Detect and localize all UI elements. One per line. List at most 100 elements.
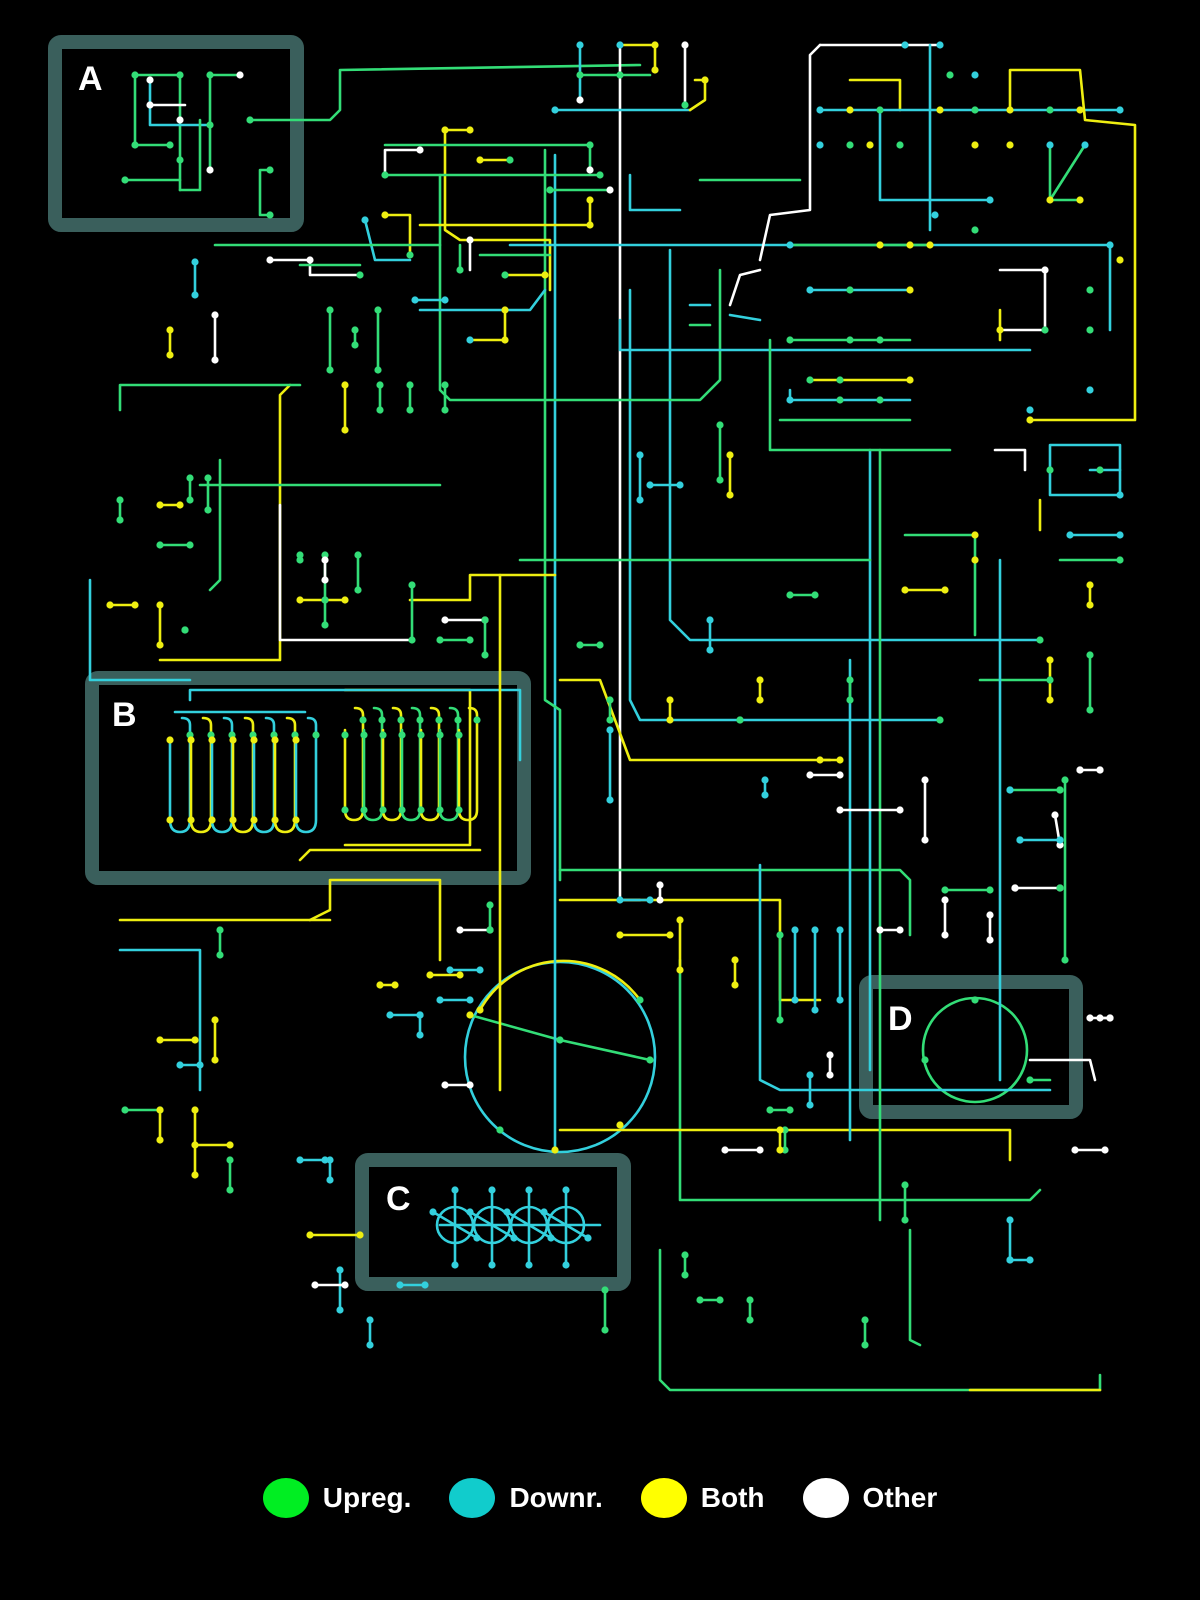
metabolite-node [296, 596, 304, 604]
metabolite-node [176, 71, 184, 79]
metabolite-node [436, 806, 444, 814]
pathway-edge [381, 706, 403, 822]
metabolite-node [176, 156, 184, 164]
metabolite-node [766, 1106, 774, 1114]
metabolite-node [336, 1306, 344, 1314]
metabolite-node [846, 141, 854, 149]
metabolite-node [676, 481, 684, 489]
metabolite-node [466, 236, 474, 244]
metabolite-node [356, 271, 364, 279]
metabolite-node [606, 796, 614, 804]
metabolite-node [681, 1251, 689, 1259]
metabolite-node [656, 881, 664, 889]
metabolite-node [376, 381, 384, 389]
pathway-edge [1048, 143, 1087, 202]
metabolite-node [601, 1286, 609, 1294]
pathway-edge [308, 878, 442, 962]
metabolite-node [266, 211, 274, 219]
metabolite-node [901, 41, 909, 49]
metabolite-node [546, 186, 554, 194]
metabolite-node [576, 41, 584, 49]
metabolite-node [786, 396, 794, 404]
metabolite-node [501, 306, 509, 314]
metabolite-node [292, 736, 300, 744]
metabolite-node [166, 736, 174, 744]
metabolite-node [651, 66, 659, 74]
metabolite-node [476, 156, 484, 164]
metabolite-node [429, 1208, 437, 1216]
metabolite-node [525, 1186, 533, 1194]
pathway-edges [88, 43, 1137, 1392]
metabolite-node [584, 1234, 592, 1242]
metabolite-node [321, 596, 329, 604]
metabolite-node [321, 576, 329, 584]
pathway-edge [628, 173, 682, 212]
metabolite-node [786, 1106, 794, 1114]
metabolite-node [186, 541, 194, 549]
metabolite-node [606, 716, 614, 724]
metabolite-node [312, 731, 320, 739]
metabolite-node [921, 776, 929, 784]
pathway-edge [558, 678, 832, 762]
metabolite-node [716, 421, 724, 429]
metabolite-node [676, 966, 684, 974]
metabolite-node [156, 601, 164, 609]
metabolite-node [811, 591, 819, 599]
metabolite-node [326, 1176, 334, 1184]
metabolite-node [666, 696, 674, 704]
metabolite-node [421, 1281, 429, 1289]
metabolite-node [1096, 766, 1104, 774]
metabolite-node [681, 1271, 689, 1279]
metabolite-node [806, 1101, 814, 1109]
metabolite-node [486, 926, 494, 934]
metabolite-node [455, 731, 463, 739]
region-b-frame [85, 671, 531, 885]
pathway-edge [294, 716, 318, 834]
metabolite-node [876, 106, 884, 114]
metabolite-node [791, 996, 799, 1004]
metabolite-node [451, 1261, 459, 1269]
metabolite-node [1116, 531, 1124, 539]
metabolite-node [1101, 1146, 1109, 1154]
metabolite-node [946, 71, 954, 79]
metabolite-node [204, 474, 212, 482]
metabolite-node [646, 1056, 654, 1064]
pathway-edge [258, 168, 272, 217]
metabolite-node [191, 291, 199, 299]
metabolite-node [356, 1231, 364, 1239]
metabolite-node [481, 616, 489, 624]
metabolite-node [311, 1281, 319, 1289]
metabolite-node [1086, 706, 1094, 714]
metabolite-node [1081, 141, 1089, 149]
metabolite-node [1026, 406, 1034, 414]
metabolite-node [586, 221, 594, 229]
legend-swatch-downregulated [449, 1478, 496, 1518]
metabolite-node [266, 256, 274, 264]
metabolite-node [116, 496, 124, 504]
pathway-edge [343, 706, 365, 822]
metabolite-node [455, 806, 463, 814]
metabolite-node [756, 1146, 764, 1154]
metabolite-node [181, 626, 189, 634]
pathway-edge [419, 706, 441, 822]
metabolite-node [816, 106, 824, 114]
metabolite-node [166, 816, 174, 824]
metabolite-node [986, 911, 994, 919]
metabolite-node [1026, 416, 1034, 424]
metabolite-node [116, 516, 124, 524]
metabolite-node [466, 1208, 474, 1216]
metabolite-node [791, 926, 799, 934]
pathway-edge [178, 118, 202, 192]
metabolite-node [306, 1231, 314, 1239]
metabolite-node [776, 931, 784, 939]
metabolite-node [846, 286, 854, 294]
metabolite-node [326, 366, 334, 374]
metabolite-node [186, 474, 194, 482]
metabolite-node [354, 551, 362, 559]
metabolite-node [776, 1126, 784, 1134]
pathway-edge [618, 318, 1032, 352]
metabolite-node [756, 676, 764, 684]
metabolite-node [806, 286, 814, 294]
metabolite-node [971, 141, 979, 149]
